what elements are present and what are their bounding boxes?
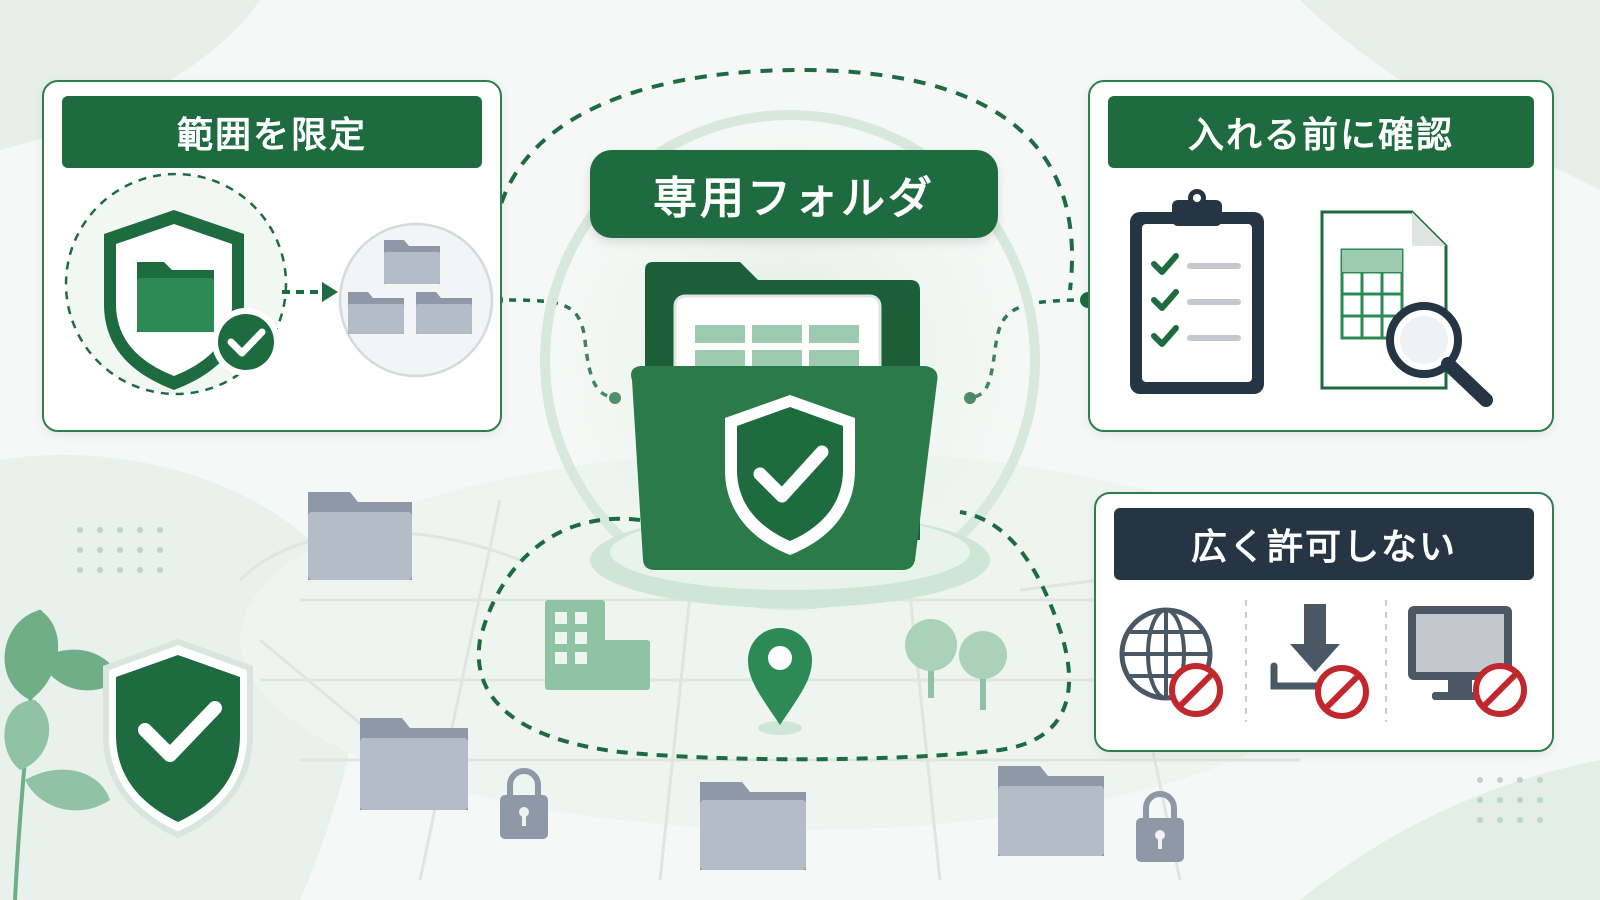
padlock-icon bbox=[1136, 791, 1184, 862]
monitor-prohibited-icon bbox=[1408, 606, 1527, 717]
dashed-arc-top bbox=[490, 67, 1074, 291]
center-title-label: 専用フォルダ bbox=[590, 150, 998, 238]
check-icon bbox=[212, 308, 280, 376]
gray-folder-icon bbox=[360, 718, 468, 810]
card-check-before: 入れる前に確認 bbox=[1088, 80, 1554, 432]
arrow-right-icon bbox=[282, 282, 338, 302]
folder-group-icon bbox=[348, 240, 472, 334]
globe-prohibited-icon bbox=[1119, 607, 1223, 717]
dot-pattern-left bbox=[77, 527, 163, 573]
tree-icon bbox=[905, 619, 1007, 710]
secure-folder-icon bbox=[631, 262, 938, 570]
card-check-before-title: 入れる前に確認 bbox=[1108, 96, 1534, 168]
card-limit-scope-illustration bbox=[64, 172, 494, 396]
dashed-boundary-zone bbox=[476, 510, 1072, 762]
gray-folder-icon bbox=[308, 492, 412, 580]
connector-left bbox=[494, 298, 616, 400]
card-no-wide-permission: 広く許可しない bbox=[1094, 492, 1554, 752]
plant-leaves-icon bbox=[4, 609, 120, 900]
gray-folder-icon bbox=[700, 782, 806, 870]
spreadsheet-magnifier-icon bbox=[1320, 210, 1493, 407]
building-icon bbox=[545, 600, 650, 690]
card-check-before-illustration bbox=[1130, 189, 1493, 407]
map-pin-icon bbox=[748, 628, 812, 735]
dot-pattern-right bbox=[1477, 777, 1543, 823]
card-limit-scope-title: 範囲を限定 bbox=[62, 96, 482, 168]
download-prohibited-icon bbox=[1270, 604, 1369, 719]
shield-check-icon-large bbox=[103, 638, 253, 839]
card-no-wide-permission-illustration bbox=[1119, 600, 1527, 722]
card-limit-scope: 範囲を限定 bbox=[42, 80, 502, 432]
padlock-icon bbox=[500, 768, 548, 839]
clipboard-checklist-icon bbox=[1130, 189, 1264, 394]
card-no-wide-permission-title: 広く許可しない bbox=[1114, 508, 1534, 580]
shield-folder-icon bbox=[104, 210, 244, 390]
gray-folder-icon bbox=[998, 766, 1104, 856]
bg-blob-bottom-right bbox=[1300, 760, 1600, 900]
